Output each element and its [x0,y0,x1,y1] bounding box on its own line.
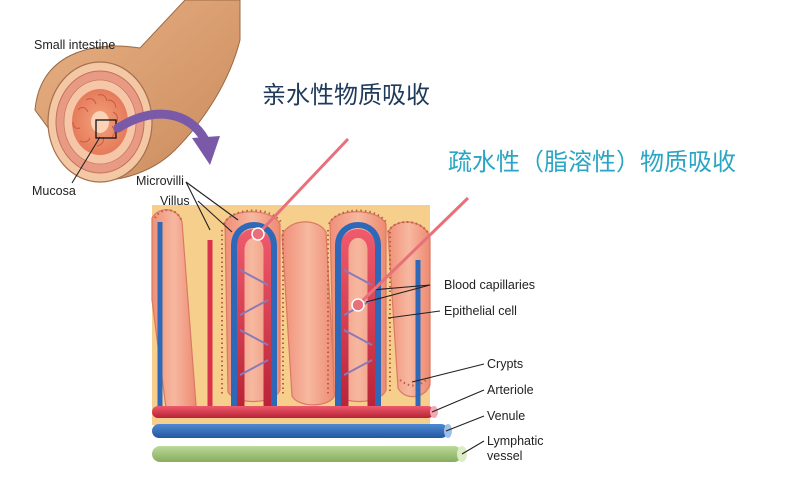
label-mucosa: Mucosa [32,184,76,198]
label-villus: Villus [160,194,190,208]
label-lymphatic-vessel-line2: vessel [487,449,522,463]
villus-cross-section [151,205,467,462]
label-arteriole: Arteriole [487,383,534,397]
venule-vessel [152,424,448,438]
label-venule: Venule [487,409,525,423]
label-epithelial-cell: Epithelial cell [444,304,517,318]
small-intestine-illustration [34,0,241,183]
lymphatic-vessel [152,446,462,462]
label-small-intestine: Small intestine [34,38,115,52]
title-hydrophobic-absorption: 疏水性（脂溶性）物质吸收 [448,148,736,176]
label-microvilli: Microvilli [136,174,184,188]
label-lymphatic-vessel-line1: Lymphatic [487,434,544,448]
label-crypts: Crypts [487,357,523,371]
title-hydrophilic-absorption: 亲水性物质吸收 [262,81,430,109]
label-blood-capillaries: Blood capillaries [444,278,535,292]
pointer-lines [251,137,470,312]
zoom-arrow [113,109,220,165]
arteriole-vessel [152,406,434,418]
